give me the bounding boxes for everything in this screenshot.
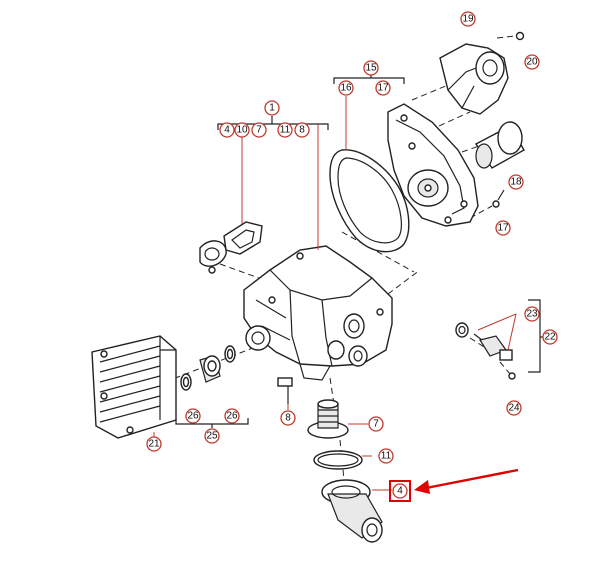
callout-7-top: 7 bbox=[251, 122, 267, 138]
large-o-ring-gasket bbox=[329, 149, 410, 253]
callout-19: 19 bbox=[460, 11, 476, 27]
svg-text:18: 18 bbox=[510, 177, 522, 188]
callout-23: 23 bbox=[524, 306, 540, 322]
callout-18: 18 bbox=[508, 174, 524, 190]
callout-7-bottom: 7 bbox=[368, 416, 384, 432]
callout-16: 16 bbox=[338, 80, 354, 96]
callout-8-top: 8 bbox=[294, 122, 310, 138]
svg-text:21: 21 bbox=[148, 439, 160, 450]
svg-text:4: 4 bbox=[224, 125, 230, 136]
bracket-group-1 bbox=[217, 116, 329, 130]
o-ring-lower bbox=[313, 450, 363, 470]
svg-text:25: 25 bbox=[206, 431, 218, 442]
bracket-group-25 bbox=[175, 418, 249, 428]
svg-text:26: 26 bbox=[187, 411, 199, 422]
svg-text:22: 22 bbox=[544, 332, 556, 343]
callout-10: 10 bbox=[234, 122, 250, 138]
svg-text:11: 11 bbox=[381, 451, 392, 462]
pulley-18 bbox=[474, 121, 525, 169]
svg-text:20: 20 bbox=[526, 57, 538, 68]
svg-text:17: 17 bbox=[377, 83, 389, 94]
callout-20: 20 bbox=[524, 54, 540, 70]
svg-text:19: 19 bbox=[462, 14, 474, 25]
svg-text:1: 1 bbox=[269, 103, 275, 114]
callout-22: 22 bbox=[542, 329, 558, 345]
bolt-8 bbox=[277, 377, 293, 404]
callout-4-bottom-highlighted: 4 bbox=[389, 480, 411, 502]
svg-text:24: 24 bbox=[508, 403, 520, 414]
main-housing bbox=[243, 245, 393, 381]
svg-text:15: 15 bbox=[365, 63, 377, 74]
callout-8-bottom: 8 bbox=[280, 410, 296, 426]
svg-text:8: 8 bbox=[285, 413, 291, 424]
svg-text:8: 8 bbox=[299, 125, 305, 136]
svg-text:7: 7 bbox=[256, 125, 262, 136]
svg-text:7: 7 bbox=[373, 419, 379, 430]
svg-text:17: 17 bbox=[497, 223, 509, 234]
thermostat bbox=[307, 399, 349, 439]
water-pump-body bbox=[387, 103, 479, 227]
callout-26-left: 26 bbox=[185, 408, 201, 424]
callout-11-top: 11 bbox=[277, 122, 293, 138]
svg-text:23: 23 bbox=[526, 309, 538, 320]
callout-11-bottom: 11 bbox=[378, 448, 394, 464]
callout-1: 1 bbox=[264, 100, 280, 116]
svg-text:16: 16 bbox=[340, 83, 352, 94]
callout-17-top: 17 bbox=[375, 80, 391, 96]
highlight-arrow bbox=[414, 468, 519, 494]
coolant-connector-pipe bbox=[321, 479, 383, 543]
callout-leaders bbox=[153, 96, 517, 491]
callout-15: 15 bbox=[363, 60, 379, 76]
svg-text:26: 26 bbox=[226, 411, 238, 422]
temperature-sensor bbox=[455, 322, 513, 361]
oil-cooler bbox=[91, 335, 177, 439]
impeller-cover bbox=[439, 31, 525, 115]
callout-24: 24 bbox=[506, 400, 522, 416]
svg-text:4: 4 bbox=[397, 486, 403, 497]
seal-rings-and-adapter bbox=[180, 345, 236, 391]
callout-4-top: 4 bbox=[219, 122, 235, 138]
small-gasket bbox=[199, 221, 263, 274]
callout-26-right: 26 bbox=[224, 408, 240, 424]
svg-text:10: 10 bbox=[236, 125, 248, 136]
callout-25: 25 bbox=[204, 428, 220, 444]
callout-21: 21 bbox=[146, 436, 162, 452]
callout-17-bottom: 17 bbox=[495, 220, 511, 236]
svg-text:11: 11 bbox=[280, 125, 291, 136]
small-bolts bbox=[492, 189, 516, 380]
